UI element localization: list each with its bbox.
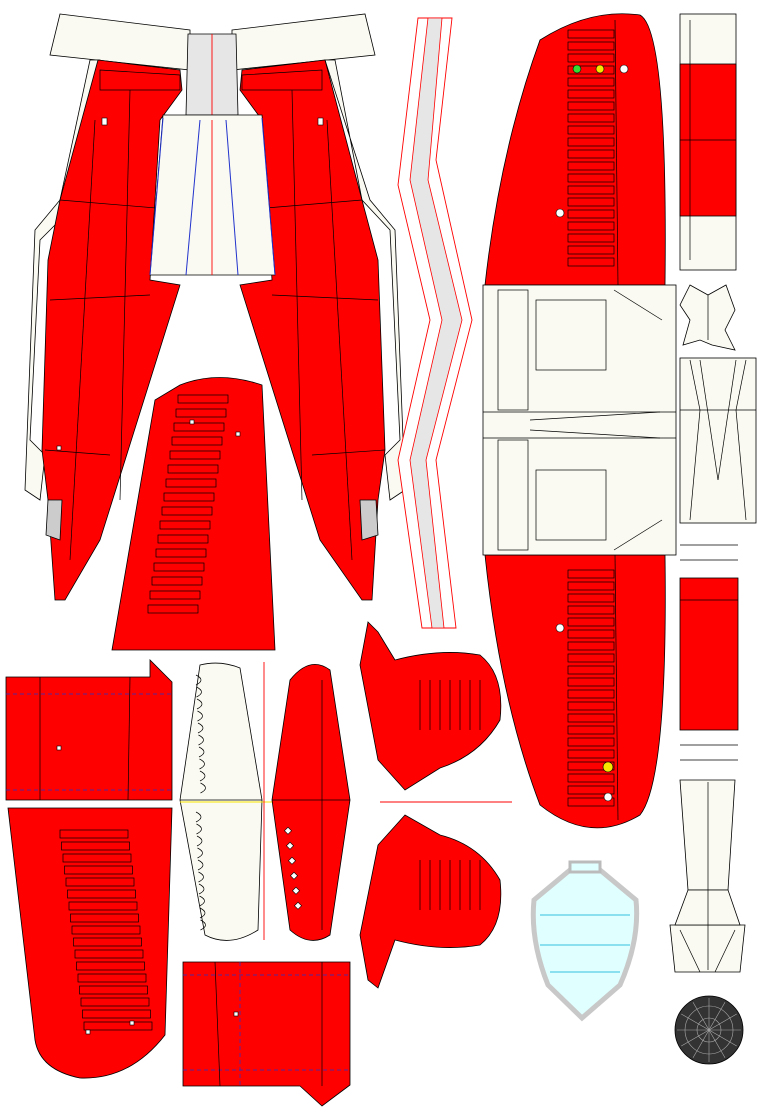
fuselage-part-left: [24, 13, 191, 601]
spar-lines: [679, 544, 739, 761]
elevator-part: [271, 663, 351, 941]
zigzag-strip: [397, 17, 473, 629]
tailplane-part-upper: [5, 659, 173, 801]
rudder-part-lower: [359, 814, 502, 989]
engine-cowl-strip: [679, 13, 737, 271]
vertical-fin-part: [111, 377, 276, 651]
tailplane-part-lower: [7, 807, 173, 1079]
main-wing-part: [482, 13, 677, 829]
engine-part-star: [679, 284, 736, 351]
belly-panel-part: [182, 961, 351, 1107]
fuselage-center-strip: [149, 33, 276, 276]
canopy-part: [530, 860, 640, 1022]
rudder-part-upper: [359, 621, 512, 803]
propeller-disc: [674, 995, 744, 1065]
engine-mount-part: [679, 357, 757, 524]
exhaust-part: [669, 779, 746, 973]
